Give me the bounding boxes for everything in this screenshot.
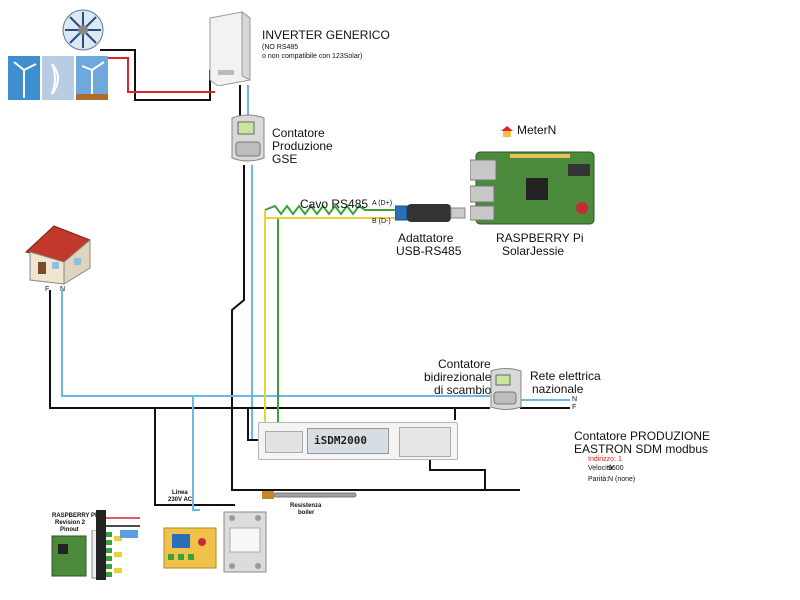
grid-f-label: F [572, 404, 577, 411]
sdm-title-1: Contatore PRODUZIONE [574, 429, 711, 443]
inverter-note-1: (NO RS485 [262, 44, 299, 51]
raspberry-label-2: SolarJessie [502, 244, 565, 258]
boiler-label-1: Resistenza [290, 503, 322, 509]
wind-turbines-icon [8, 56, 108, 100]
rpi-board-label-3: Pinout [60, 527, 79, 533]
wire-rs485-green-down [277, 218, 292, 433]
wire-line-230-black [154, 408, 235, 506]
bidirectional-meter-line2: bidirezionale [424, 370, 492, 384]
adapter-label-2: USB-RS485 [396, 244, 462, 258]
grid-n-label: N [572, 396, 578, 403]
sdm-title-2: EASTRON SDM modbus [574, 442, 709, 456]
water-turbine-icon [58, 8, 108, 52]
wire-house-neutral [61, 290, 490, 397]
inverter-title: INVERTER GENERICO [262, 28, 390, 42]
raspberry-pi-board-icon [469, 148, 600, 228]
wire-red-inverter-input [100, 57, 215, 93]
relay-module-icon [162, 520, 218, 572]
sdm-parity-value: N (none) [608, 476, 636, 483]
house-f-label: F [45, 286, 50, 293]
sdm-parity-label: Parità: [588, 476, 609, 483]
wire-sdm-load-black [429, 455, 486, 490]
bidirectional-meter-icon [488, 366, 524, 412]
home-icon [500, 124, 514, 137]
inverter-note-2: o non compatibile con 123Solar) [262, 53, 363, 60]
production-meter-line1: Contatore [272, 126, 325, 140]
wire-black-inverter-input [100, 49, 211, 101]
wire-line-230-blue [192, 396, 200, 511]
bidirectional-meter-line1: Contatore [438, 357, 491, 371]
solid-state-relay-icon [222, 510, 268, 574]
wire-production-blue [251, 165, 290, 441]
boiler-label-2: boiler [298, 510, 315, 516]
sdm-display-text: iSDM2000 [314, 434, 367, 447]
grid-label-2: nazionale [532, 382, 584, 396]
house-icon [24, 222, 94, 286]
house-n-label: N [60, 286, 66, 293]
production-meter-line3: GSE [272, 152, 298, 166]
wire-house-phase [49, 290, 490, 409]
adapter-label-1: Adattatore [398, 231, 454, 245]
rpi-board-label-2: Revision 2 [55, 520, 86, 526]
sdm-terminal-block [265, 431, 303, 453]
line-ac-label-1: Linea [172, 490, 188, 496]
wire-rs485-green [264, 204, 395, 216]
rs485-b-label: B (D-) [372, 218, 391, 225]
usb-rs485-adapter-icon [394, 202, 467, 224]
wire-production-black [231, 165, 520, 491]
bidirectional-meter-line3: di scambio [434, 383, 492, 397]
sdm-output-terminals [399, 427, 451, 457]
grid-label-1: Rete elettrica [530, 369, 601, 383]
rs485-a-label: A (D+) [372, 200, 393, 207]
gpio-header-icon [96, 510, 106, 580]
gpio-wiring-icon [106, 514, 140, 544]
production-meter-icon [228, 112, 268, 164]
sdm-speed-value: 9600 [608, 465, 624, 472]
inverter-icon [206, 10, 254, 87]
sdm-meter-icon: iSDM2000 [258, 422, 458, 460]
production-meter-line2: Produzione [272, 139, 333, 153]
boiler-heater-icon [262, 488, 358, 500]
rpi-board-label-1: RASPBERRY PI [52, 513, 97, 519]
sdm-display: iSDM2000 [307, 428, 389, 454]
sdm-address: Indirizzo: 1 [588, 456, 622, 463]
metern-label: MeterN [517, 123, 557, 137]
raspberry-label-1: RASPBERRY Pi [496, 231, 584, 245]
line-ac-label-2: 230V AC [168, 497, 193, 503]
rs485-cable-label: Cavo RS485 [300, 197, 369, 211]
sdm-speed-label: Velocità: [588, 465, 615, 472]
